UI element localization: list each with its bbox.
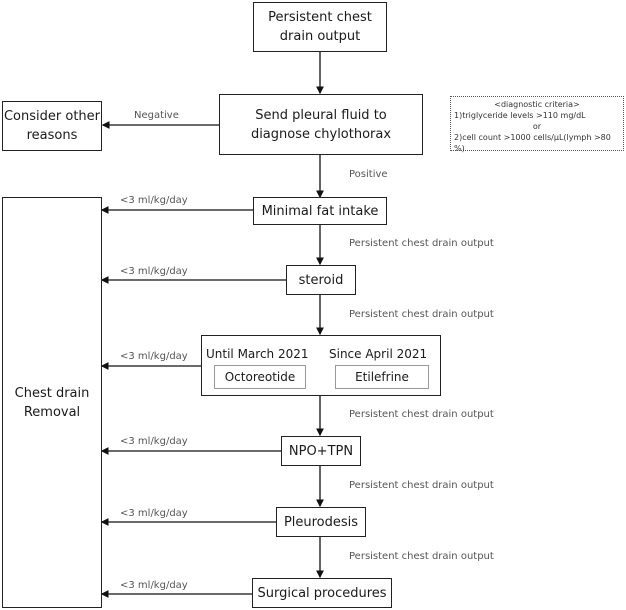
label-persistent-2: Persistent chest drain output — [349, 309, 494, 320]
label-until-march-2021: Until March 2021 — [206, 347, 309, 361]
label-negative: Negative — [134, 110, 179, 121]
node-etilefrine: Etilefrine — [335, 365, 429, 389]
node-removal-line2: Removal — [23, 404, 81, 420]
label-threshold-1: <3 ml/kg/day — [120, 195, 188, 206]
node-octreotide: Octoreotide — [214, 365, 306, 389]
node-send-fluid: Send pleural fluid to diagnose chylothor… — [219, 94, 423, 155]
label-threshold-3: <3 ml/kg/day — [120, 351, 188, 362]
label-persistent-4: Persistent chest drain output — [349, 480, 494, 491]
node-minimal-fat: Minimal fat intake — [253, 197, 387, 225]
node-surgical-text: Surgical procedures — [257, 585, 387, 601]
node-npo-tpn-text: NPO+TPN — [288, 443, 354, 459]
node-npo-tpn: NPO+TPN — [281, 436, 361, 466]
label-persistent-3: Persistent chest drain output — [349, 409, 494, 420]
node-minimal-fat-text: Minimal fat intake — [261, 203, 379, 219]
node-pleurodesis-text: Pleurodesis — [283, 514, 359, 530]
node-consider: Consider other reasons — [2, 101, 102, 151]
node-start: Persistent chest drain output — [253, 2, 387, 52]
node-removal-line1: Chest drain — [14, 385, 90, 401]
label-threshold-2: <3 ml/kg/day — [120, 266, 188, 277]
diagnostic-criteria: <diagnostic criteria> 1)triglyceride lev… — [450, 96, 624, 153]
node-send-fluid-text: Send pleural fluid to diagnose chylothor… — [250, 107, 392, 142]
node-steroid: steroid — [286, 265, 356, 295]
criteria-line1: 1)triglyceride levels >110 mg/dL — [454, 111, 586, 120]
criteria-line2: 2)cell count >1000 cells/μL(lymph >80 %) — [454, 133, 611, 153]
criteria-or: or — [532, 122, 542, 131]
label-threshold-4: <3 ml/kg/day — [120, 436, 188, 447]
node-steroid-text: steroid — [298, 272, 344, 288]
node-etilefrine-text: Etilefrine — [355, 370, 409, 384]
node-octreotide-text: Octoreotide — [224, 370, 296, 384]
node-consider-text: Consider other reasons — [3, 109, 100, 143]
label-persistent-1: Persistent chest drain output — [349, 238, 494, 249]
label-since-april-2021: Since April 2021 — [329, 347, 428, 361]
label-threshold-6: <3 ml/kg/day — [120, 580, 188, 591]
criteria-title: <diagnostic criteria> — [494, 100, 580, 109]
node-chest-drain-removal: Chest drain Removal — [2, 197, 102, 608]
label-threshold-5: <3 ml/kg/day — [120, 508, 188, 519]
node-start-text: Persistent chest drain output — [268, 10, 372, 44]
node-surgical: Surgical procedures — [252, 578, 392, 608]
node-pleurodesis: Pleurodesis — [276, 507, 366, 537]
label-positive: Positive — [349, 169, 388, 180]
label-persistent-5: Persistent chest drain output — [349, 551, 494, 562]
